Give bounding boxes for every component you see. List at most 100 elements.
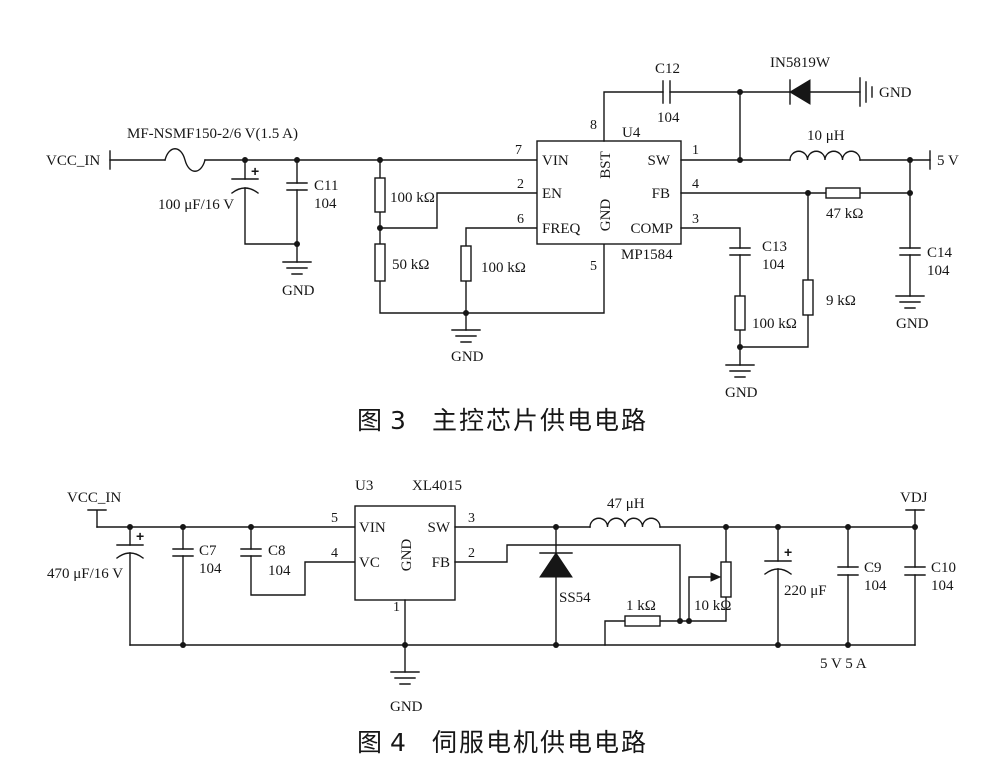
pin-number-sw: 3 [468,511,475,526]
chip-ref: U3 [355,478,373,494]
capacitor-plate-curved [231,187,259,194]
junction-dot [553,642,559,648]
caption-number: 图 4 [357,728,406,757]
junction-dot [553,524,559,530]
pin-number-fb: 4 [692,177,699,192]
output-terminal: VDJ [900,490,928,511]
junction-dot [775,524,781,530]
chip-body [536,140,682,245]
pin-number-freq: 6 [517,212,524,227]
potentiometer: 10 kΩ [688,526,732,622]
c8-ref: C8 [268,543,286,559]
capacitor-plates [729,247,751,256]
junction-dot [294,157,300,163]
junction-dot [248,524,254,530]
output-inductor: 10 μH [680,91,931,161]
junction-dot [907,190,913,196]
c11-value: 104 [314,196,337,212]
ground-symbol-input: GND [282,261,315,299]
inductor-coil [589,517,661,528]
caption-number: 图 3 [357,406,406,435]
c7-value: 104 [199,561,222,577]
wire-fb [454,544,681,622]
ground-symbol-comp: GND [725,364,758,401]
ground-label: GND [879,85,912,101]
pin-name-vin: VIN [542,153,569,169]
input-cap-value: 100 μF/16 V [158,197,234,213]
output-electrolytic-capacitor: + 220 μF [764,526,827,646]
output-cap-value: 220 μF [784,583,827,599]
fuse-symbol [164,148,206,172]
junction-dot [845,524,851,530]
chip-body [354,505,456,601]
pin-number-bst: 8 [590,118,597,133]
ground-icon [282,261,312,275]
resistor-fb-lower [802,279,814,316]
pin-number-sw: 1 [692,143,699,158]
pin-name-sw: SW [428,520,451,536]
junction-dot [377,157,383,163]
capacitor-plate-curved [764,568,792,575]
pin-name-freq: FREQ [542,221,581,237]
figure-3-caption: 图 3 主控芯片供电电路 [357,406,646,435]
resistor-en-upper [374,177,386,213]
pin-number-comp: 3 [692,212,699,227]
capacitor-c11: C11 104 [286,159,338,263]
junction-dots [242,89,913,350]
pin-name-sw: SW [648,153,671,169]
output-terminal-label: VDJ [900,490,928,506]
diode-part: IN5819W [770,55,831,71]
feedback-divider: 47 kΩ 9 kΩ [680,187,911,348]
ground-icon [390,671,420,685]
capacitor-c9: C9 104 [837,526,887,646]
resistor-fb [624,615,661,627]
c7-ref: C7 [199,543,217,559]
junction-dot [737,344,743,350]
c13-value: 104 [762,257,785,273]
chip-part: XL4015 [412,478,462,494]
resistor-comp [734,295,746,331]
ground-label: GND [896,316,929,332]
wire-fb [680,192,911,348]
ground-icon [895,295,925,309]
pin-name-comp: COMP [630,221,673,237]
junction-dot [775,642,781,648]
pin-name-gnd: GND [598,199,614,232]
schottky-diode: SS54 [539,526,591,646]
inductor-value: 47 μH [607,496,645,512]
r-en-lower-value: 50 kΩ [392,257,429,273]
resistor-fb-upper [825,187,861,199]
capacitor-plates [904,566,926,576]
junction-dot [242,157,248,163]
caption-title: 伺服电机供电电路 [432,728,648,757]
junction-dot [127,524,133,530]
ground-icon [451,329,481,343]
resistor-freq [460,245,472,282]
wire-sw [680,91,931,161]
pin-name-fb: FB [652,186,670,202]
capacitor-plates [899,247,921,256]
wire-pot [688,526,727,622]
junction-dot [402,642,408,648]
polarity-mark: + [251,163,259,179]
input-terminal: VCC_IN [67,490,121,528]
chip-ref: U4 [622,125,641,141]
ground-label: GND [282,283,315,299]
capacitor-plates [172,548,194,557]
chip-part: MP1584 [621,247,673,263]
r-comp-value: 100 kΩ [752,316,797,332]
freq-resistor: 100 kΩ [460,227,538,331]
capacitor-plate-curved [116,552,144,559]
pin-name-en: EN [542,186,562,202]
junction-dot [805,190,811,196]
capacitor-c8: C8 104 [240,526,356,596]
c10-ref: C10 [931,560,956,576]
wiper-arrow-icon [710,572,722,582]
inductor-coil [789,150,861,161]
junction-dot [737,89,743,95]
pin-number-gnd: 1 [393,600,400,615]
pin-name-fb: FB [432,555,450,571]
ground-icon [859,77,873,107]
